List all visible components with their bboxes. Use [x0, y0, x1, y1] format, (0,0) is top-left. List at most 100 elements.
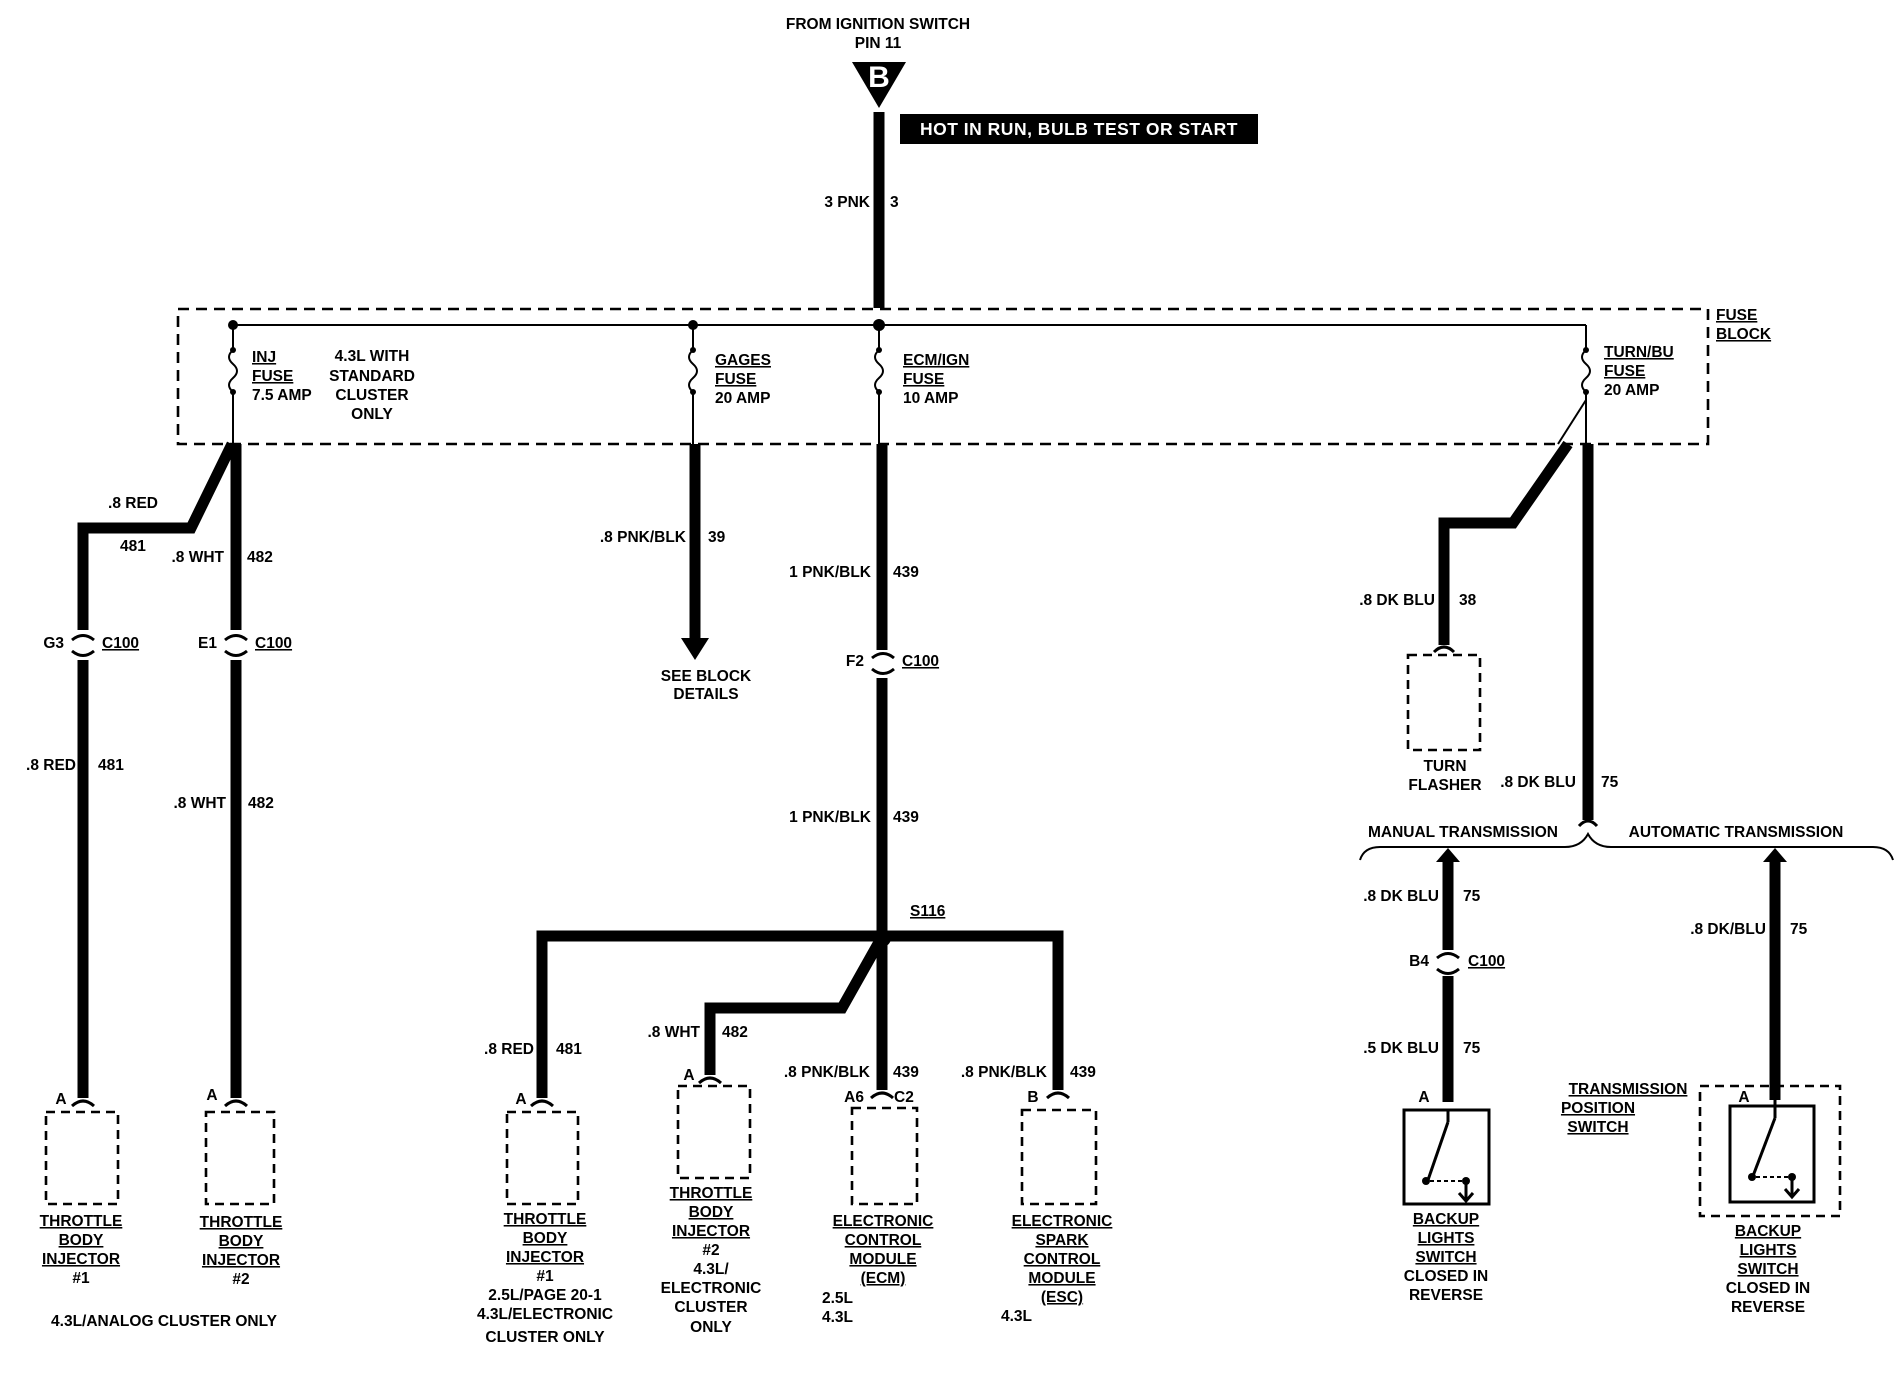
throttle-body-injector-2-mid	[676, 1084, 752, 1180]
svg-text:482: 482	[248, 795, 274, 812]
svg-text:439: 439	[893, 564, 919, 581]
svg-text:#1: #1	[536, 1268, 554, 1285]
svg-text:A: A	[515, 1091, 526, 1108]
svg-text:INJECTOR: INJECTOR	[202, 1252, 280, 1269]
svg-text:S116: S116	[910, 903, 946, 920]
svg-text:ONLY: ONLY	[690, 1319, 732, 1336]
svg-text:FUSE: FUSE	[252, 368, 293, 385]
gages-circuit: .8 PNK/BLK 39 SEE BLOCK DETAILS	[600, 444, 752, 703]
svg-text:INJECTOR: INJECTOR	[42, 1251, 120, 1268]
svg-text:INJ: INJ	[252, 349, 276, 366]
svg-text:#2: #2	[232, 1271, 249, 1288]
inj-fuse: INJ FUSE 7.5 AMP 4.3L WITH STANDARD CLUS…	[228, 325, 415, 444]
svg-text:2.5L: 2.5L	[822, 1290, 853, 1307]
svg-text:439: 439	[1070, 1064, 1096, 1081]
svg-text:REVERSE: REVERSE	[1731, 1299, 1805, 1316]
throttle-body-injector-1-mid	[505, 1110, 580, 1206]
svg-text:BACKUP: BACKUP	[1413, 1211, 1479, 1228]
connector-b4	[1436, 952, 1460, 975]
see-block-arrow	[681, 638, 709, 660]
svg-text:THROTTLE: THROTTLE	[200, 1214, 283, 1231]
svg-text:.5 DK BLU: .5 DK BLU	[1363, 1040, 1439, 1057]
svg-text:CLOSED IN: CLOSED IN	[1726, 1280, 1810, 1297]
svg-text:G3: G3	[43, 635, 64, 652]
svg-text:39: 39	[708, 529, 726, 546]
svg-text:LIGHTS: LIGHTS	[1418, 1230, 1475, 1247]
svg-text:1 PNK/BLK: 1 PNK/BLK	[789, 809, 872, 826]
svg-text:.8 PNK/BLK: .8 PNK/BLK	[600, 529, 687, 546]
svg-text:A: A	[1738, 1089, 1749, 1106]
svg-text:INJECTOR: INJECTOR	[506, 1249, 584, 1266]
ignition-source: FROM IGNITION SWITCH PIN 11 B HOT IN RUN…	[786, 16, 1258, 144]
source-label-1: FROM IGNITION SWITCH	[786, 16, 970, 33]
wire-wht-482-tbi2	[704, 941, 883, 1075]
svg-text:A: A	[206, 1087, 217, 1104]
svg-text:FUSE: FUSE	[1604, 363, 1645, 380]
svg-text:.8 RED: .8 RED	[484, 1041, 534, 1058]
svg-text:SWITCH: SWITCH	[1567, 1119, 1628, 1136]
ecm-circuit: 1 PNK/BLK 439 F2 C100 1 PNK/BLK 439 S116…	[477, 444, 1112, 1346]
ecm-ign-fuse: ECM/IGN FUSE 10 AMP	[874, 325, 969, 444]
svg-text:ELECTRONIC: ELECTRONIC	[833, 1213, 934, 1230]
svg-text:20 AMP: 20 AMP	[1604, 382, 1659, 399]
svg-text:(ESC): (ESC)	[1041, 1289, 1083, 1306]
svg-text:A: A	[683, 1067, 694, 1084]
svg-text:TURN: TURN	[1423, 758, 1466, 775]
svg-text:.8 DK BLU: .8 DK BLU	[1500, 774, 1576, 791]
svg-text:C100: C100	[902, 653, 939, 670]
svg-text:C100: C100	[102, 635, 139, 652]
svg-text:481: 481	[120, 538, 146, 555]
fuse-block-label-2: BLOCK	[1716, 326, 1772, 343]
analog-cluster-note: 4.3L/ANALOG CLUSTER ONLY	[51, 1313, 278, 1330]
svg-text:4.3L WITH: 4.3L WITH	[335, 348, 410, 365]
svg-text:(ECM): (ECM)	[861, 1270, 906, 1287]
svg-text:481: 481	[556, 1041, 582, 1058]
svg-text:E1: E1	[198, 635, 217, 652]
svg-text:POSITION: POSITION	[1561, 1100, 1635, 1117]
turn-backup-circuits: .8 DK BLU 38 TURN FLASHER .8 DK BLU 75 M…	[1359, 440, 1894, 1316]
svg-text:GAGES: GAGES	[715, 352, 771, 369]
wire-dk-blu-38	[1438, 440, 1573, 645]
svg-text:439: 439	[893, 1064, 919, 1081]
svg-text:482: 482	[247, 549, 273, 566]
svg-text:.8 WHT: .8 WHT	[647, 1024, 700, 1041]
electronic-control-module	[850, 1106, 919, 1206]
svg-text:C100: C100	[1468, 953, 1505, 970]
svg-text:481: 481	[98, 757, 124, 774]
main-wire-color: 3 PNK	[824, 194, 870, 211]
svg-text:SEE BLOCK: SEE BLOCK	[661, 668, 752, 685]
terminal-triangle	[852, 62, 906, 108]
svg-text:LIGHTS: LIGHTS	[1740, 1242, 1797, 1259]
connector-g3	[71, 634, 95, 657]
svg-text:A6: A6	[844, 1089, 864, 1106]
svg-text:C2: C2	[894, 1089, 914, 1106]
svg-text:INJECTOR: INJECTOR	[672, 1223, 750, 1240]
connector-f2	[871, 652, 895, 675]
svg-text:THROTTLE: THROTTLE	[40, 1213, 123, 1230]
fuse-block: FUSE BLOCK INJ FUSE 7.5 AMP 4.3L WITH ST…	[176, 307, 1772, 446]
svg-text:.8 RED: .8 RED	[108, 495, 158, 512]
svg-text:ONLY: ONLY	[351, 406, 393, 423]
gages-fuse: GAGES FUSE 20 AMP	[688, 325, 771, 444]
throttle-body-injector-2-left	[204, 1110, 276, 1206]
wire-red-481-tbi1	[536, 930, 882, 1098]
svg-text:.8 DK BLU: .8 DK BLU	[1359, 592, 1435, 609]
svg-text:FLASHER: FLASHER	[1408, 777, 1481, 794]
svg-text:482: 482	[722, 1024, 748, 1041]
svg-text:38: 38	[1459, 592, 1477, 609]
wire-pnk-blk-439-esc	[882, 930, 1064, 1090]
svg-text:REVERSE: REVERSE	[1409, 1287, 1483, 1304]
svg-text:439: 439	[893, 809, 919, 826]
svg-text:BACKUP: BACKUP	[1735, 1223, 1801, 1240]
svg-text:SWITCH: SWITCH	[1737, 1261, 1798, 1278]
hot-banner	[900, 114, 1258, 144]
svg-text:C100: C100	[255, 635, 292, 652]
transmission-brace	[1359, 831, 1894, 861]
svg-text:75: 75	[1790, 921, 1808, 938]
svg-text:MODULE: MODULE	[849, 1251, 916, 1268]
svg-text:SWITCH: SWITCH	[1415, 1249, 1476, 1266]
svg-text:MODULE: MODULE	[1028, 1270, 1095, 1287]
svg-text:4.3L/: 4.3L/	[693, 1261, 729, 1278]
svg-text:20 AMP: 20 AMP	[715, 390, 770, 407]
